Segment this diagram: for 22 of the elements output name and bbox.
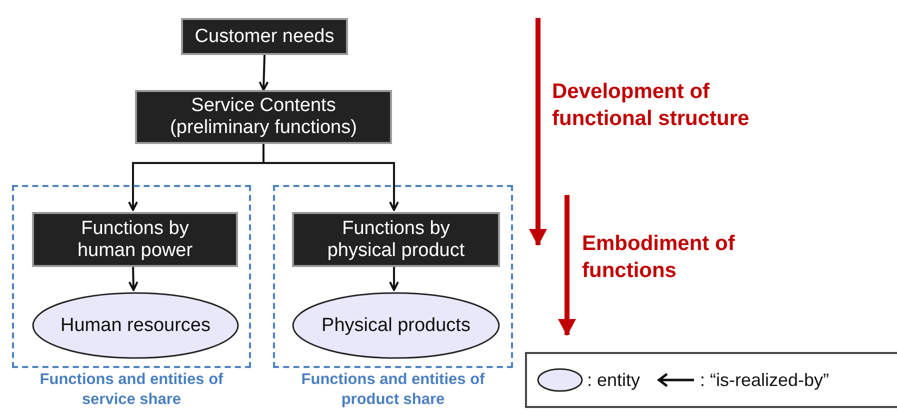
node-text: Human resources xyxy=(60,314,212,338)
process-box xyxy=(181,18,348,55)
phase-label: Embodiment of functions xyxy=(582,231,736,284)
process-box xyxy=(32,212,238,267)
entity-ellipse xyxy=(32,292,239,359)
node-text: Functions by human power xyxy=(76,218,194,262)
legend-text: : entity xyxy=(587,370,640,390)
arrow xyxy=(128,264,138,291)
process-box xyxy=(135,90,392,144)
entity-ellipse xyxy=(292,292,500,359)
group-caption: Functions and entities of product share xyxy=(300,370,486,410)
arrow xyxy=(262,144,399,211)
arrow xyxy=(389,265,399,291)
process-box xyxy=(292,212,500,267)
node-text: Customer needs xyxy=(194,26,336,48)
node-text: Functions by physical product xyxy=(326,218,466,262)
arrow xyxy=(258,54,269,91)
phase-label: Development of functional structure xyxy=(552,79,750,132)
group-caption: Functions and entities of service share xyxy=(38,370,224,410)
node-text: Service Contents (preliminary functions) xyxy=(169,95,358,139)
node-text: Physical products xyxy=(320,314,472,338)
legend-text: : “is-realized-by” xyxy=(700,370,830,390)
